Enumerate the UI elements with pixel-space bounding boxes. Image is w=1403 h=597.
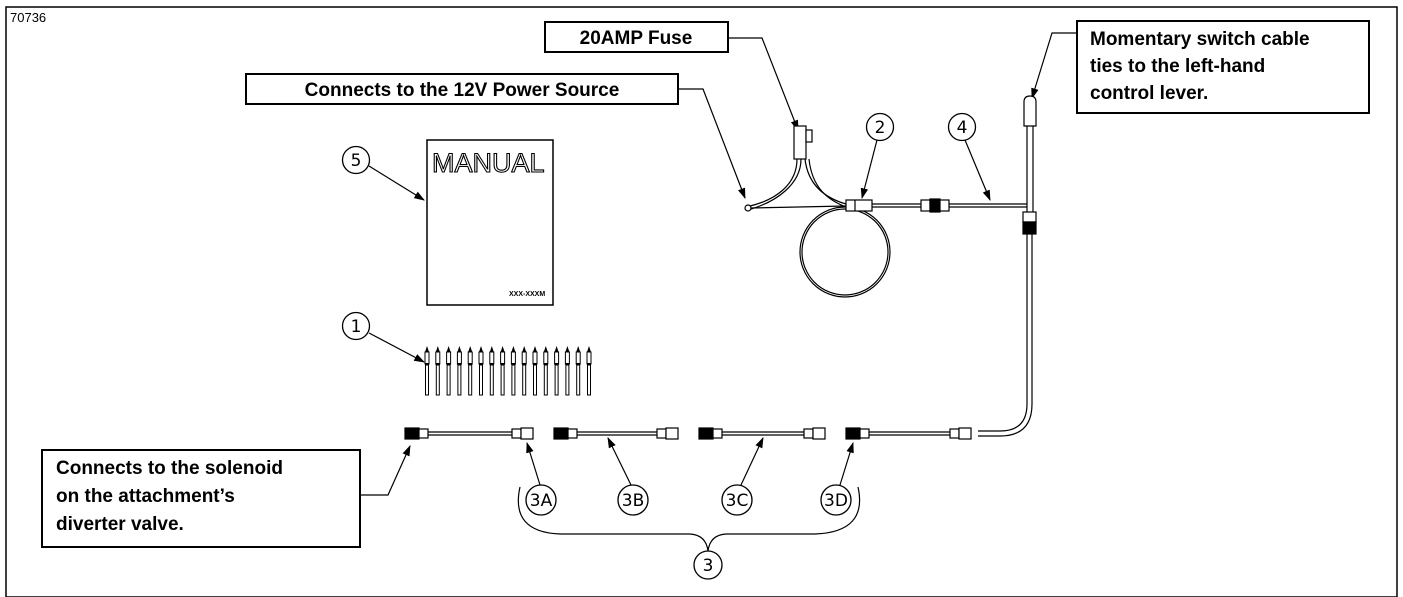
pin: [446, 346, 452, 396]
pin: [575, 346, 581, 396]
svg-text:on the attachment’s: on the attachment’s: [56, 486, 235, 507]
svg-text:XXX-XXXM: XXX-XXXM: [509, 291, 545, 298]
svg-text:Connects to the solenoid: Connects to the solenoid: [56, 458, 283, 479]
pin: [543, 346, 549, 396]
bubble-5: 5: [341, 145, 425, 201]
svg-text:Momentary switch cable: Momentary switch cable: [1090, 29, 1310, 50]
group-brace: [517, 486, 861, 552]
svg-text:3D: 3D: [824, 491, 848, 511]
svg-text:2: 2: [875, 118, 886, 138]
pin: [500, 346, 506, 396]
pin: [456, 346, 462, 396]
pin: [489, 346, 495, 396]
svg-text:ties to the left-hand: ties to the left-hand: [1090, 56, 1265, 77]
svg-text:diverter valve.: diverter valve.: [56, 514, 184, 535]
svg-text:20AMP Fuse: 20AMP Fuse: [580, 28, 693, 49]
svg-text:4: 4: [957, 118, 968, 138]
figure-frame: [5, 6, 1398, 597]
bubble-3: 3: [693, 550, 723, 580]
svg-text:3A: 3A: [530, 491, 553, 511]
pin: [435, 346, 441, 396]
pin: [510, 346, 516, 396]
pin: [478, 346, 484, 396]
pin: [467, 346, 473, 396]
svg-text:5: 5: [351, 151, 362, 171]
bubble-2: 2: [860, 112, 895, 200]
svg-text:3B: 3B: [622, 491, 644, 511]
bubble-3d: 3D: [820, 441, 854, 516]
callout-momentary-switch: Momentary switch cable ties to the left-…: [1031, 20, 1370, 114]
svg-text:MANUAL: MANUAL: [432, 148, 545, 178]
item-power-harness: [744, 125, 941, 298]
item-extension-cables: [404, 427, 972, 440]
bubble-1: 1: [341, 311, 425, 363]
figure-id: 70736: [10, 10, 46, 25]
bubble-3c: 3C: [721, 437, 764, 516]
pin: [586, 346, 592, 396]
bubble-3b: 3B: [607, 437, 649, 516]
pin: [532, 346, 538, 396]
svg-text:3C: 3C: [726, 491, 749, 511]
callout-fuse: 20AMP Fuse: [544, 21, 799, 132]
pin: [521, 346, 527, 396]
item-switch-harness: [939, 95, 1037, 437]
callout-solenoid: Connects to the solenoid on the attachme…: [41, 445, 411, 548]
pin: [554, 346, 560, 396]
bubble-4: 4: [947, 112, 991, 201]
item-manual: MANUAL XXX-XXXM: [426, 139, 554, 306]
bubble-3a: 3A: [525, 441, 557, 516]
svg-text:Connects to the 12V Power Sour: Connects to the 12V Power Source: [305, 80, 620, 101]
item-pins: [424, 346, 592, 396]
callout-power-source: Connects to the 12V Power Source: [245, 73, 746, 200]
pin: [424, 346, 430, 396]
pin: [564, 346, 570, 396]
svg-text:1: 1: [351, 317, 362, 337]
svg-text:control lever.: control lever.: [1090, 83, 1208, 104]
svg-text:3: 3: [703, 556, 714, 576]
